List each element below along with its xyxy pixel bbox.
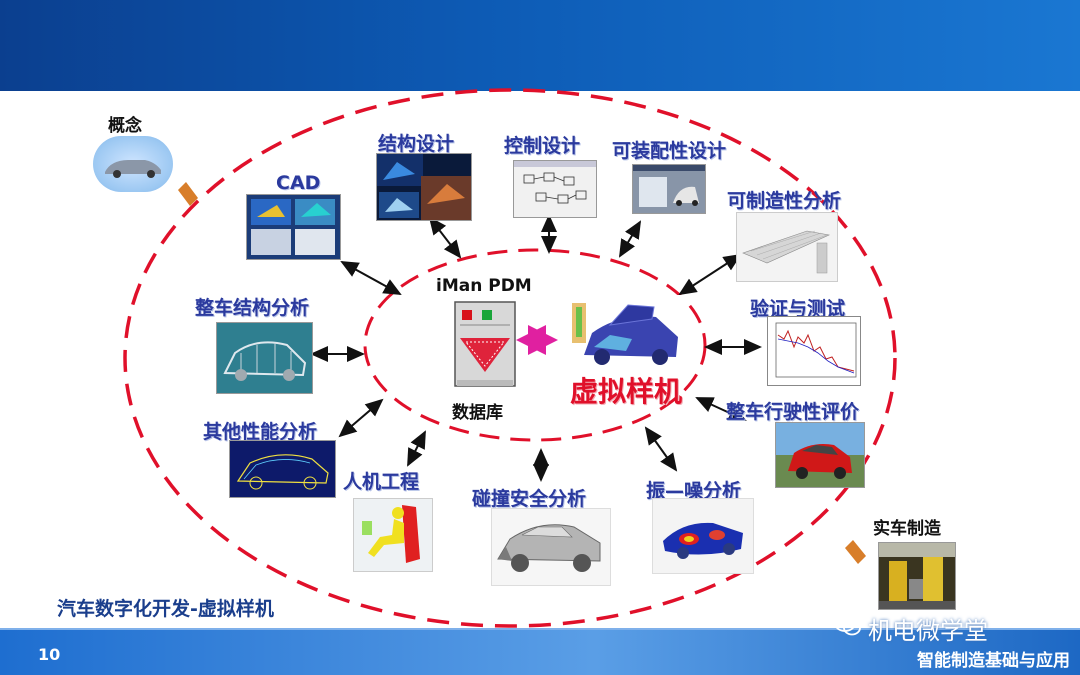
other-performance-label: 其他性能分析 <box>203 421 318 443</box>
nvh-label: 振—噪分析 <box>646 480 742 502</box>
manufacturability-screenshot <box>736 212 838 282</box>
concept-cloud-image <box>93 136 173 192</box>
control-design-label: 控制设计 <box>504 135 581 157</box>
arrow-cad <box>340 261 402 295</box>
arrow-other-performance <box>338 398 384 438</box>
slide-caption: 汽车数字化开发-虚拟样机 <box>57 598 274 620</box>
arrow-ergonomics <box>407 430 426 467</box>
structure-design-screenshot <box>376 153 472 221</box>
page-number: 10 <box>38 645 61 664</box>
crash-safety-label: 碰撞安全分析 <box>472 488 587 510</box>
control-design-screenshot <box>513 160 597 218</box>
crash-safety-screenshot <box>491 508 611 586</box>
concept-label: 概念 <box>108 116 142 136</box>
arrow-assembly-design <box>618 220 642 258</box>
cad-label: CAD <box>276 172 321 194</box>
assembly-design-screenshot <box>632 164 706 214</box>
database-server-icon <box>454 301 516 387</box>
production-label: 实车制造 <box>873 519 941 539</box>
production-image <box>878 542 956 610</box>
verification-label: 验证与测试 <box>750 298 846 320</box>
vehicle-structure-label: 整车结构分析 <box>195 297 310 319</box>
manufacturability-label: 可制造性分析 <box>727 190 842 212</box>
arrow-structure-design <box>428 216 462 259</box>
verification-chart-image <box>767 316 861 386</box>
wechat-icon <box>834 614 861 636</box>
slide-header-bar <box>0 0 1080 91</box>
virtual-prototype-label: 虚拟样机 <box>570 375 683 408</box>
connector-arrows <box>310 214 762 482</box>
arrow-nvh <box>644 426 678 472</box>
cad-screenshot <box>246 194 341 260</box>
driving-evaluation-label: 整车行驶性评价 <box>726 401 860 423</box>
watermark-text: 机电微学堂 <box>868 617 988 645</box>
footer-brand: 智能制造基础与应用 <box>917 651 1070 671</box>
footer-divider <box>0 628 1080 630</box>
ergonomics-label: 人机工程 <box>343 471 420 493</box>
concept-connector <box>178 182 198 206</box>
arrow-manufacturability <box>678 253 742 296</box>
ergonomics-screenshot <box>353 498 433 572</box>
virtual-prototype-image <box>570 295 688 371</box>
structure-design-label: 结构设计 <box>378 133 455 155</box>
production-connector <box>845 540 866 564</box>
assembly-design-label: 可装配性设计 <box>612 140 727 162</box>
vehicle-structure-screenshot <box>216 322 313 394</box>
other-performance-screenshot <box>229 440 336 498</box>
arrow-driving-evaluation <box>695 397 747 421</box>
slide-footer-bar <box>0 630 1080 675</box>
database-label: 数据库 <box>452 403 503 423</box>
nvh-screenshot <box>652 498 754 574</box>
driving-evaluation-screenshot <box>775 422 865 488</box>
outer-dashed-ellipse <box>123 88 897 628</box>
pdm-label: iMan PDM <box>436 276 532 296</box>
